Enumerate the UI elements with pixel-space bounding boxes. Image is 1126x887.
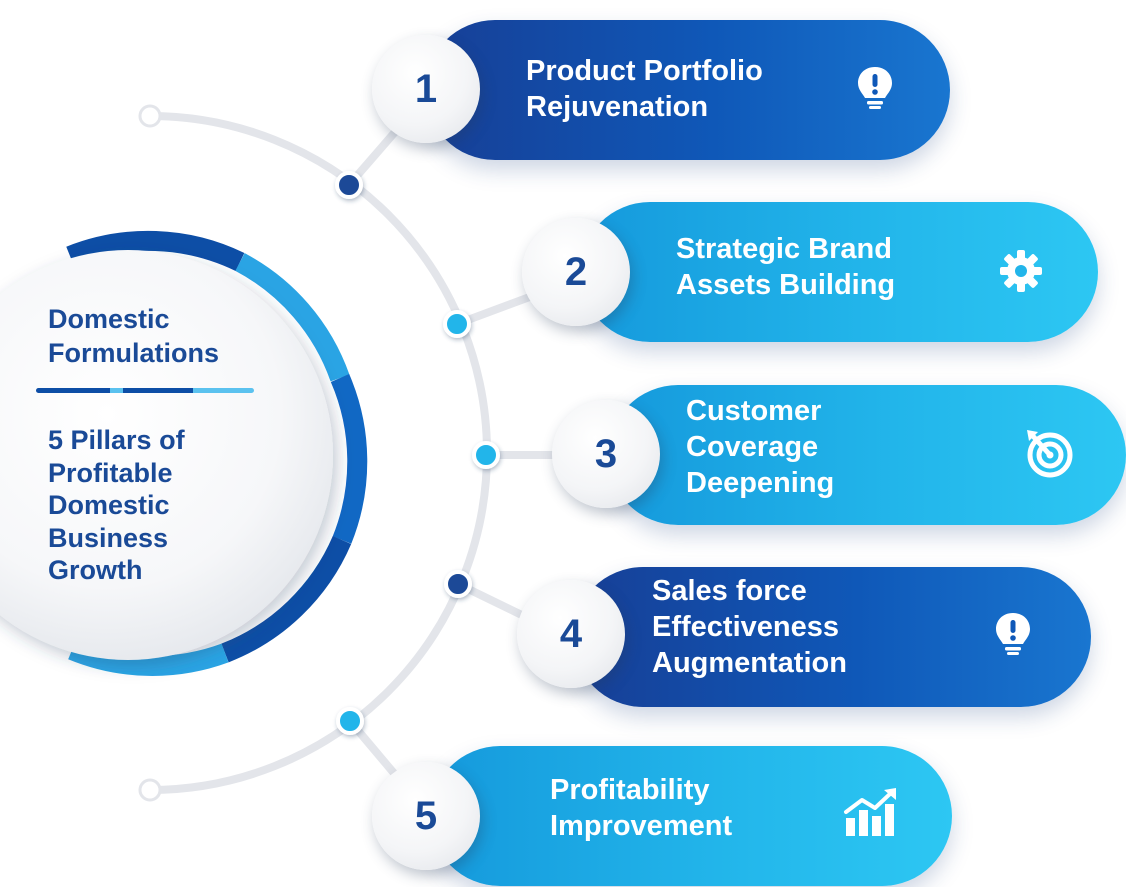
target-icon xyxy=(1027,430,1073,478)
pillar-1-number: 1 xyxy=(414,67,438,111)
pillar-2-number: 2 xyxy=(564,250,588,294)
arc-node-3 xyxy=(472,441,500,469)
pillar-3-number-badge: 3 xyxy=(552,400,660,508)
center-disc xyxy=(0,230,368,676)
center-subtitle: 5 Pillars of Profitable Domestic Busines… xyxy=(48,425,185,585)
pillar-1-number-badge: 1 xyxy=(372,35,480,143)
pillar-2-number-badge: 2 xyxy=(522,218,630,326)
growth-chart-icon xyxy=(844,788,896,836)
lightbulb-icon xyxy=(858,67,892,109)
center-title: Domestic Formulations xyxy=(48,304,220,368)
lightbulb-icon xyxy=(996,613,1030,655)
arc-node-2 xyxy=(443,310,471,338)
center-divider xyxy=(36,388,254,393)
arc-node-1 xyxy=(335,171,363,199)
pillar-5-number: 5 xyxy=(414,794,438,838)
arc-node-4 xyxy=(444,570,472,598)
pillar-3-number: 3 xyxy=(594,432,618,476)
pillar-5-number-badge: 5 xyxy=(372,762,480,870)
arc-end-cap xyxy=(138,778,162,802)
arc-node-5 xyxy=(336,707,364,735)
pillar-4-number-badge: 4 xyxy=(517,580,625,688)
arc-end-cap xyxy=(138,104,162,128)
gear-icon xyxy=(1000,250,1042,292)
pillar-4-number: 4 xyxy=(559,612,583,656)
